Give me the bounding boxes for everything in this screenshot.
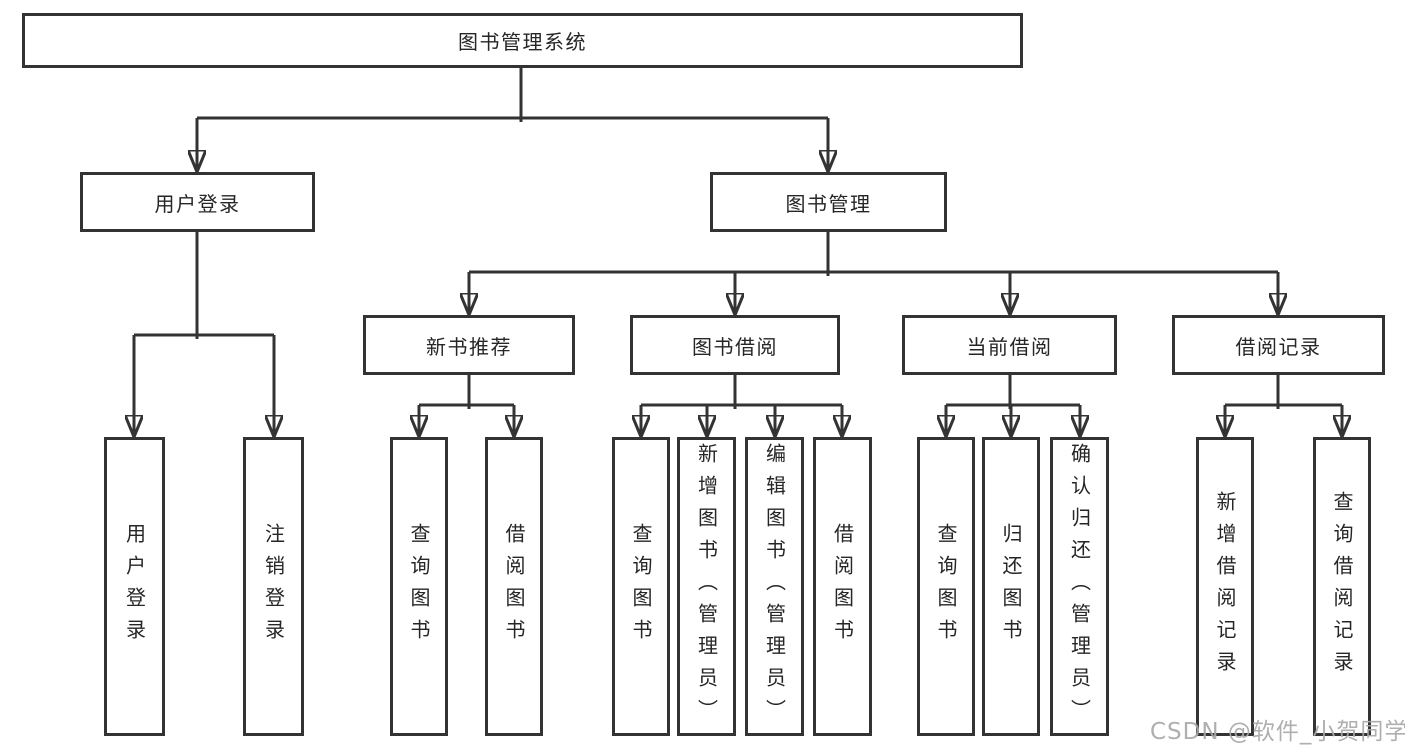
leaf-query-books-recommend: 查询图书: [390, 437, 448, 736]
node-label: 借阅记录: [1235, 334, 1322, 359]
leaf-label: 查询图书: [934, 522, 958, 651]
leaf-label: 新增借阅记录: [1213, 490, 1237, 683]
leaf-label: 借阅图书: [502, 522, 526, 651]
leaf-label: 确认归还（管理员）: [1067, 442, 1092, 731]
node-label: 当前借阅: [966, 334, 1053, 359]
csdn-watermark: CSDN @软件_小贺同学: [1150, 719, 1405, 745]
leaf-edit-books-admin: 编辑图书（管理员）: [745, 437, 804, 736]
node-new-book-recommendation: 新书推荐: [363, 315, 575, 375]
node-label: 新书推荐: [426, 334, 512, 359]
node-book-borrowing: 图书借阅: [630, 315, 840, 375]
leaf-label: 查询图书: [407, 522, 431, 651]
node-label: 图书管理系统: [458, 30, 587, 54]
connector-trunks: [134, 68, 1342, 409]
leaf-label: 用户登录: [122, 522, 147, 651]
node-book-management: 图书管理: [710, 172, 947, 232]
node-label: 图书管理: [785, 191, 872, 216]
leaf-query-books-current: 查询图书: [917, 437, 975, 736]
leaf-label: 注销登录: [261, 522, 286, 651]
leaf-label: 查询借阅记录: [1330, 490, 1354, 683]
node-borrowing-records: 借阅记录: [1172, 315, 1385, 375]
leaf-return-books: 归还图书: [982, 437, 1040, 736]
leaf-user-login: 用户登录: [104, 437, 165, 736]
node-user-login: 用户登录: [80, 172, 315, 232]
leaf-borrow-books-borrowing: 借阅图书: [813, 437, 872, 736]
leaf-query-borrow-record: 查询借阅记录: [1313, 437, 1371, 736]
leaf-label: 编辑图书（管理员）: [762, 442, 787, 731]
leaf-query-books-borrowing: 查询图书: [612, 437, 670, 736]
leaf-label: 新增图书（管理员）: [694, 442, 719, 731]
leaf-add-borrow-record: 新增借阅记录: [1196, 437, 1254, 736]
leaf-add-books-admin: 新增图书（管理员）: [677, 437, 736, 736]
leaf-confirm-return-admin: 确认归还（管理员）: [1050, 437, 1109, 736]
node-current-borrowing: 当前借阅: [902, 315, 1117, 375]
leaf-logout-login: 注销登录: [243, 437, 304, 736]
leaf-label: 借阅图书: [830, 522, 855, 651]
leaf-label: 归还图书: [999, 522, 1023, 651]
node-library-management-system: 图书管理系统: [22, 13, 1023, 68]
node-label: 图书借阅: [692, 334, 778, 359]
node-label: 用户登录: [154, 191, 241, 216]
leaf-borrow-books-recommend: 借阅图书: [485, 437, 543, 736]
leaf-label: 查询图书: [629, 522, 653, 651]
